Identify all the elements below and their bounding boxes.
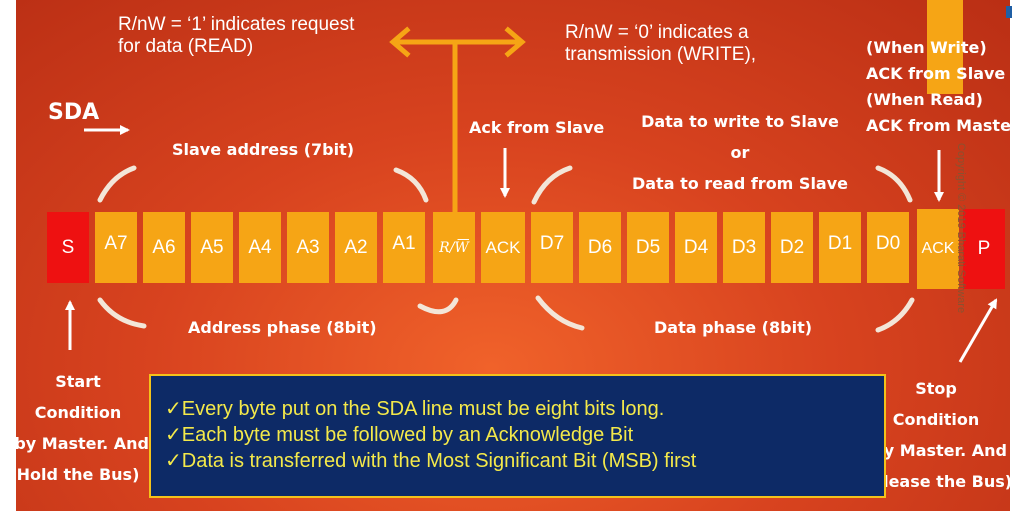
address-bracket-bottom-right bbox=[417, 297, 459, 315]
ack-note-right: (When Write) ACK from Slave (When Read) … bbox=[866, 38, 1019, 135]
ack-from-slave-label: Ack from Slave bbox=[469, 118, 605, 137]
read-note: R/nW = ‘1’ indicates request for data (R… bbox=[118, 14, 355, 57]
bit-d5: D5 bbox=[627, 212, 669, 283]
bit-d0: D0 bbox=[867, 212, 909, 283]
right-margin-strip bbox=[1010, 0, 1024, 511]
ack-bit-2: ACK bbox=[917, 209, 959, 289]
corner-blue-marker bbox=[1006, 6, 1012, 18]
address-bracket-top-left bbox=[97, 165, 137, 203]
stop-condition-arrow-icon bbox=[958, 298, 998, 363]
address-phase-label: Address phase (8bit) bbox=[188, 318, 377, 337]
start-bit: S bbox=[47, 212, 89, 283]
top-orange-bar bbox=[927, 0, 963, 94]
bit-a2: A2 bbox=[335, 212, 377, 283]
data-bracket-top-right bbox=[875, 165, 913, 203]
sda-label: SDA bbox=[48, 100, 100, 125]
bit-a3: A3 bbox=[287, 212, 329, 283]
stop-condition-label: Stop Condition (by Master. And Release t… bbox=[859, 379, 1013, 491]
note-line: ✓Every byte put on the SDA line must be … bbox=[165, 398, 665, 420]
stop-bit: P bbox=[963, 209, 1005, 289]
bit-d4: D4 bbox=[675, 212, 717, 283]
bit-d7: D7 bbox=[531, 212, 573, 283]
bit-a5: A5 bbox=[191, 212, 233, 283]
bit-d2: D2 bbox=[771, 212, 813, 283]
bit-a6: A6 bbox=[143, 212, 185, 283]
bit-d6: D6 bbox=[579, 212, 621, 283]
data-bracket-bottom-left bbox=[535, 295, 585, 331]
rules-note-box: ✓Every byte put on the SDA line must be … bbox=[149, 374, 886, 498]
note-line: ✓Data is transferred with the Most Signi… bbox=[165, 450, 697, 472]
data-bracket-bottom-right bbox=[875, 297, 915, 333]
data-bracket-top-left bbox=[531, 165, 573, 205]
address-bracket-top-right bbox=[393, 167, 429, 203]
rw-direction-arrow bbox=[389, 26, 526, 241]
data-phase-label: Data phase (8bit) bbox=[654, 318, 813, 337]
address-bracket-bottom-left bbox=[97, 297, 147, 329]
bit-a4: A4 bbox=[239, 212, 281, 283]
ack-bit-1: ACK bbox=[481, 212, 525, 283]
bit-a7: A7 bbox=[95, 212, 137, 283]
bit-d1: D1 bbox=[819, 212, 861, 283]
slave-address-label: Slave address (7bit) bbox=[172, 140, 355, 159]
left-margin-strip bbox=[0, 0, 16, 511]
data-direction-label: Data to write to Slave or Data to read f… bbox=[631, 112, 849, 193]
start-condition-label: Start Condition (by Master. And Hold the… bbox=[7, 372, 149, 484]
rw-overline bbox=[455, 238, 469, 240]
write-note: R/nW = ‘0’ indicates a transmission (WRI… bbox=[565, 22, 757, 65]
note-line: ✓Each byte must be followed by an Acknow… bbox=[165, 424, 634, 446]
bit-a1: A1 bbox=[383, 212, 425, 283]
bit-d3: D3 bbox=[723, 212, 765, 283]
